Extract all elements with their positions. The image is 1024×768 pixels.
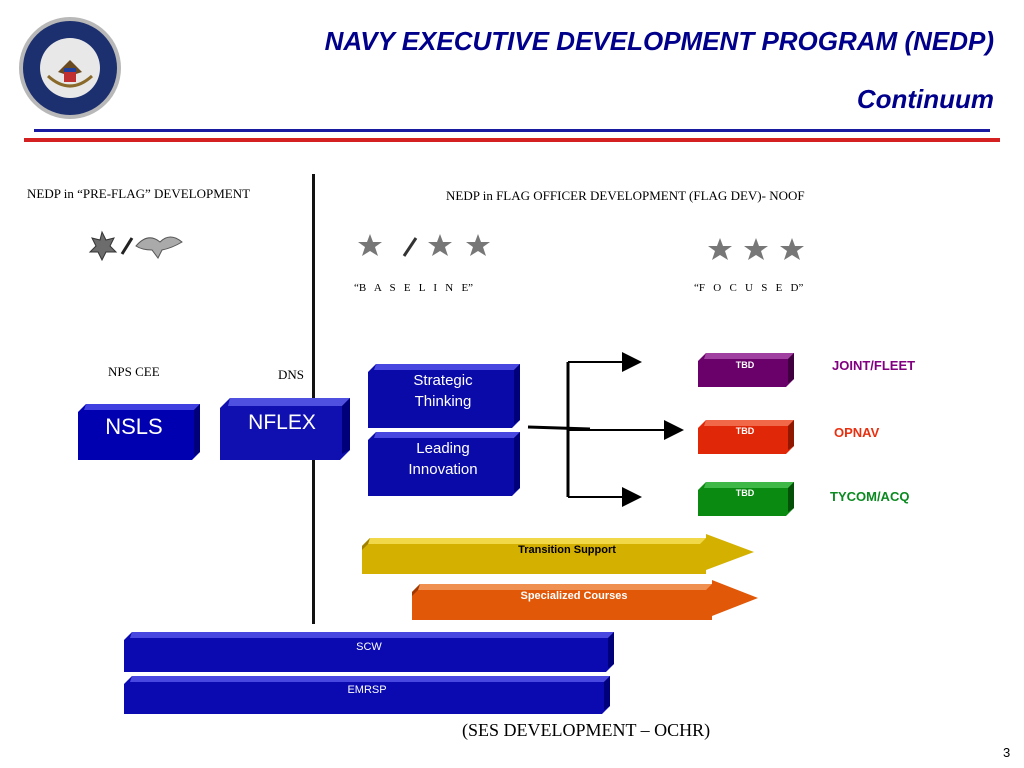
emrsp-label: EMRSP [347,684,387,696]
branch-arrows [527,352,684,507]
section-preflag-label: NEDP in “PRE-FLAG” DEVELOPMENT [27,186,251,201]
tbd-box-opnav: TBD [698,420,794,454]
nsls-box: NSLS [78,404,200,460]
arrow-to-opnav [527,425,591,431]
navy-seal-logo [18,16,122,120]
tbd-box-joint-fleet: TBD [698,353,794,387]
section-flag-label: NEDP in FLAG OFFICER DEVELOPMENT (FLAG D… [446,188,805,203]
nsls-label: NSLS [105,414,163,439]
focused-stars [706,236,806,264]
leading-innovation-box: Leading Innovation [368,432,520,496]
nflex-box: NFLEX [220,398,350,460]
leading-label-line2: Innovation [408,461,478,478]
page-number: 3 [1003,745,1011,760]
strategic-label-line1: Strategic [413,372,473,389]
tbd-label: TBD [735,360,755,370]
header-rule-red [24,138,1000,142]
page-title: NAVY EXECUTIVE DEVELOPMENT PROGRAM (NEDP… [324,26,994,56]
strategic-label-line2: Thinking [414,393,472,410]
tbd-label: TBD [735,488,755,498]
opnav-label: OPNAV [834,425,880,440]
nflex-label: NFLEX [248,411,316,434]
scw-label: SCW [356,641,382,653]
transition-support-bar: Transition Support [362,534,756,576]
nps-cee-label: NPS CEE [108,364,160,379]
leading-label-line1: Leading [416,440,470,457]
dns-label: DNS [278,367,305,382]
insignia-oak-leaf-eagle [88,228,184,262]
tbd-box-tycom-acq: TBD [698,482,794,516]
baseline-stars [356,232,496,260]
strategic-thinking-box: Strategic Thinking [368,364,520,428]
transition-support-label: Transition Support [518,544,616,556]
header-rule-blue [34,129,990,132]
ses-development-label: (SES DEVELOPMENT – OCHR) [462,720,711,740]
baseline-label: “B A S E L I N E” [354,282,474,294]
tbd-label: TBD [735,426,755,436]
scw-bar: SCW [124,632,614,672]
page-subtitle: Continuum [856,84,994,114]
specialized-courses-bar: Specialized Courses [412,580,760,620]
specialized-courses-label: Specialized Courses [520,590,628,602]
emrsp-bar: EMRSP [124,676,610,714]
tycom-acq-label: TYCOM/ACQ [830,489,910,504]
joint-fleet-label: JOINT/FLEET [832,358,916,373]
focused-label: “F O C U S E D” [694,282,804,294]
